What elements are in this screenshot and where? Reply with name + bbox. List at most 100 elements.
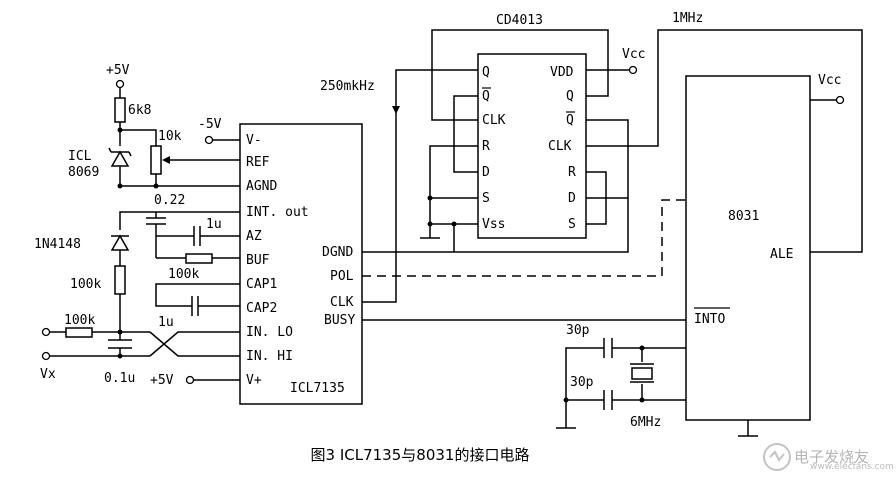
label-plus5v-top: +5V — [106, 63, 130, 78]
label-plus5v-vplus: +5V — [150, 373, 174, 388]
label-6k8: 6k8 — [128, 103, 151, 118]
label-minus5v: -5V — [198, 117, 222, 132]
junction-agnd-b — [153, 183, 159, 189]
cd4013-chip — [477, 53, 587, 239]
mcu-8031-chip — [685, 75, 811, 421]
icl-pin-cap1: CAP1 — [246, 277, 277, 292]
watermark-url: www.elecfans.com — [810, 462, 894, 472]
label-30p-bot: 30p — [570, 375, 594, 390]
icl-pin-inlo: IN. LO — [246, 325, 293, 340]
cd4013-pin-q2: Q — [566, 89, 574, 104]
label-10k: 10k — [158, 129, 182, 144]
label-01u: 0.1u — [104, 371, 135, 386]
label-6mhz: 6MHz — [630, 415, 661, 430]
resistor-100k-left — [114, 265, 126, 295]
icl-pin-vminus: V- — [246, 133, 262, 148]
icl7135-chip — [239, 123, 363, 405]
watermark: 电子发烧友 www.elecfans.com — [760, 434, 894, 478]
icl-pin-dgnd: DGND — [322, 245, 353, 260]
cd4013-title: CD4013 — [496, 13, 543, 28]
icl-pin-buf: BUF — [246, 253, 270, 268]
vcc-label-cd4013: Vcc — [622, 47, 645, 62]
wire-q1-out — [362, 69, 478, 303]
junction-caps — [563, 397, 569, 403]
icl-pin-ref: REF — [246, 155, 270, 170]
cd4013-pin-vdd: VDD — [550, 65, 574, 80]
cd4013-pin-d1: D — [482, 165, 490, 180]
label-1n4148: 1N4148 — [34, 237, 81, 252]
vcc-terminal-8031 — [835, 95, 845, 105]
label-100k-in: 100k — [64, 313, 95, 328]
xtal-body — [631, 367, 653, 380]
pot-wiper-arrow — [162, 156, 170, 164]
label-1u-top: 1u — [206, 217, 222, 232]
wire-intout — [119, 211, 240, 230]
label-1u-bot: 1u — [158, 315, 174, 330]
icl-pin-intout: INT. out — [246, 205, 309, 220]
vcc-label-8031: Vcc — [818, 73, 841, 88]
label-250mkhz: 250mkHz — [320, 79, 375, 94]
label-icl8069-a: ICL — [68, 149, 92, 164]
label-1mhz: 1MHz — [672, 11, 703, 26]
potentiometer-10k — [150, 145, 162, 175]
wire-s2-dgnd — [362, 198, 629, 253]
cd4013-pin-clk1: CLK — [482, 113, 506, 128]
cd4013-pin-s2: S — [568, 217, 576, 232]
arrow-250khz — [392, 106, 400, 114]
icl-pin-busy: BUSY — [324, 313, 355, 328]
cd4013-pin-vss: Vss — [482, 217, 505, 232]
icl-pin-clk: CLK — [330, 295, 354, 310]
cd4013-pin-s1: S — [482, 191, 490, 206]
cd4013-pin-qbar1: Q — [482, 89, 490, 104]
icl-pin-cap2: CAP2 — [246, 301, 277, 316]
resistor-100k-in — [65, 327, 93, 338]
vplus-terminal — [185, 375, 195, 385]
junction-agnd-a — [117, 183, 123, 189]
junction-xtal-top — [639, 345, 645, 351]
watermark-text: 电子发烧友 — [794, 448, 870, 466]
cd4013-pin-d2: D — [568, 191, 576, 206]
junction-gnd-a — [427, 195, 433, 201]
zener-icl8069 — [110, 150, 130, 167]
icl-pin-vplus: V+ — [246, 373, 262, 388]
label-vx: Vx — [40, 367, 56, 382]
wire-cap1 — [155, 283, 240, 307]
icl-pin-az: AZ — [246, 229, 262, 244]
wire-cross-a — [149, 331, 240, 357]
wire-cross-b — [149, 331, 240, 357]
label-icl8069-b: 8069 — [68, 165, 99, 180]
resistor-100k-buf — [185, 253, 213, 264]
cd4013-pin-clk2: CLK — [548, 139, 572, 154]
plus5v-terminal-top — [115, 79, 125, 89]
icl-pin-pol: POL — [330, 269, 354, 284]
vminus-terminal — [204, 135, 214, 145]
watermark-logo-icon — [763, 443, 791, 471]
vx-terminal-bot — [41, 351, 51, 361]
label-100k-left: 100k — [70, 277, 101, 292]
icl-pin-inhi: IN. HI — [246, 349, 293, 364]
junction-xtal-bot — [639, 397, 645, 403]
label-100k-buf: 100k — [168, 267, 199, 282]
wire-pol-dashed — [362, 199, 686, 277]
icl7135-title: ICL7135 — [290, 381, 345, 396]
junction-dgnd — [451, 221, 457, 227]
mcu-8031-pin-ale: ALE — [770, 247, 793, 262]
cd4013-pin-r2: R — [568, 165, 576, 180]
figure-caption: 图3 ICL7135与8031的接口电路 — [310, 446, 530, 464]
junction-gnd-b — [427, 221, 433, 227]
vx-terminal-top — [41, 327, 51, 337]
vcc-terminal-cd4013 — [628, 65, 638, 75]
wire-d2-q2bar — [586, 119, 629, 199]
cd4013-pin-q1: Q — [482, 65, 490, 80]
wire-to-pot-top — [120, 129, 157, 146]
icl-pin-agnd: AGND — [246, 179, 277, 194]
zener-bar — [108, 147, 132, 157]
label-30p-top: 30p — [566, 323, 590, 338]
wire-top-loop — [431, 29, 609, 121]
resistor-6k8 — [114, 97, 126, 123]
diode-1n4148 — [110, 234, 130, 251]
wire-clk2-1mhz — [586, 29, 863, 253]
wire-qbar1-d1 — [453, 95, 478, 173]
label-022: 0.22 — [154, 193, 185, 208]
